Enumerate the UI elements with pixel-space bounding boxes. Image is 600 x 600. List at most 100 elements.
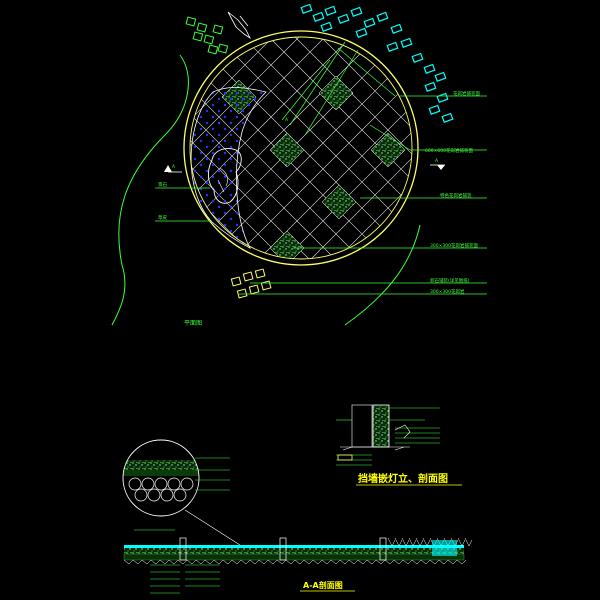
- grid-line: [190, 37, 195, 259]
- label-left-1: 景石: [158, 182, 167, 188]
- garden-path-curve: [111, 54, 189, 326]
- planting-hatch: [422, 537, 431, 547]
- soil-hatch: [141, 559, 152, 565]
- soil-hatch: [357, 559, 368, 565]
- grid-line: [492, 0, 600, 300]
- soil-hatch: [195, 559, 206, 565]
- soil-hatch: [177, 559, 188, 565]
- soil-hatch: [429, 559, 440, 565]
- soil-hatch: [258, 559, 269, 565]
- grid-line: [570, 0, 600, 300]
- grid-line: [190, 37, 285, 259]
- label-top-right: 花岗岩铺装面: [453, 90, 480, 97]
- stepping-stones-top-left: [185, 16, 229, 55]
- leader-lines: [155, 41, 487, 295]
- grid-line: [530, 0, 600, 300]
- rock-sketch: [227, 11, 252, 40]
- grid-line: [190, 37, 412, 259]
- section-letter-left: A: [172, 164, 176, 170]
- grid-line: [596, 0, 600, 300]
- soil-hatch: [447, 559, 458, 565]
- label-right-5: 300×300花岗岩: [430, 288, 465, 295]
- wall-light-detail: 挡墙嵌灯立、剖面图: [336, 404, 462, 486]
- plaza-grid: [0, 0, 600, 300]
- grid-line: [0, 0, 24, 300]
- grid-line: [190, 37, 337, 259]
- textured-paving-tile: [318, 75, 354, 111]
- feature-rock-detail: [217, 167, 228, 193]
- grid-line: [0, 0, 76, 300]
- plaza-outer-ring: [183, 30, 419, 266]
- planting-hatch: [387, 537, 396, 547]
- soil-hatch: [321, 559, 332, 565]
- plan-view: A A 花岗岩铺装面 600×600花岗岩铺装面 特色花岗岩铺装 300×300…: [0, 0, 600, 327]
- soil-hatch: [276, 559, 287, 565]
- soil-hatch: [186, 559, 197, 565]
- soil-hatch: [267, 559, 278, 565]
- textured-paving-tile: [269, 132, 305, 168]
- grid-line: [0, 0, 12, 300]
- grid-line: [0, 0, 154, 300]
- soil-hatch: [213, 559, 224, 565]
- soil-hatch: [204, 559, 215, 565]
- grid-line: [217, 37, 412, 259]
- grid-line: [0, 0, 168, 300]
- zoom-detail: [122, 439, 241, 546]
- grid-line: [0, 0, 102, 300]
- plan-title: 平面图: [184, 320, 202, 327]
- section-title: A-A剖面图: [303, 580, 343, 590]
- grid-line: [0, 0, 38, 300]
- section-mark-right: A: [430, 158, 445, 170]
- soil-hatch: [285, 559, 296, 565]
- textured-paving-tile: [370, 132, 406, 168]
- soil-hatch: [222, 559, 233, 565]
- grid-line: [0, 0, 128, 300]
- soil-hatch: [330, 559, 341, 565]
- grid-line: [504, 0, 600, 300]
- grid-line: [190, 37, 311, 259]
- grid-line: [518, 0, 600, 300]
- garden-path-curve-right: [344, 224, 421, 326]
- grid-line: [0, 0, 116, 300]
- soil-hatch: [249, 559, 260, 565]
- planting-hatch: [401, 537, 410, 547]
- stepping-stones-bottom: [230, 268, 272, 299]
- planting-hatch: [457, 537, 466, 547]
- grid-line: [556, 0, 600, 300]
- feature-rock: [207, 148, 242, 204]
- label-right-3: 300×300花岗岩铺装面: [430, 242, 478, 249]
- soil-hatch: [411, 559, 422, 565]
- grid-line: [190, 37, 207, 259]
- grid-line: [269, 37, 412, 259]
- grid-line: [190, 37, 221, 259]
- soil-hatch: [132, 559, 143, 565]
- label-center: A: [285, 117, 289, 123]
- grid-line: [205, 37, 412, 259]
- grid-line: [0, 0, 90, 300]
- grid-line: [478, 0, 600, 300]
- grid-line: [0, 0, 180, 300]
- soil-hatch: [231, 559, 242, 565]
- soil-hatch: [168, 559, 179, 565]
- planting-hatch: [415, 537, 424, 547]
- soil-hatch: [393, 559, 404, 565]
- soil-hatch: [159, 559, 170, 565]
- label-right-1: 600×600花岗岩铺装面: [425, 147, 473, 154]
- grid-line: [0, 0, 64, 300]
- soil-hatch: [150, 559, 161, 565]
- textured-paving-tile: [321, 184, 357, 220]
- planting-bed: [190, 87, 267, 249]
- soil-hatch: [348, 559, 359, 565]
- soil-hatch: [384, 559, 395, 565]
- soil-hatch: [402, 559, 413, 565]
- planting-hatch: [394, 537, 403, 547]
- label-right-2: 特色花岗岩铺装: [440, 192, 472, 199]
- soil-hatch: [339, 559, 350, 565]
- soil-hatch: [123, 559, 134, 565]
- detail-title: 挡墙嵌灯立、剖面图: [358, 472, 448, 485]
- planting-hatch: [408, 537, 417, 547]
- soil-hatch: [312, 559, 323, 565]
- soil-hatch: [240, 559, 251, 565]
- soil-hatch: [303, 559, 314, 565]
